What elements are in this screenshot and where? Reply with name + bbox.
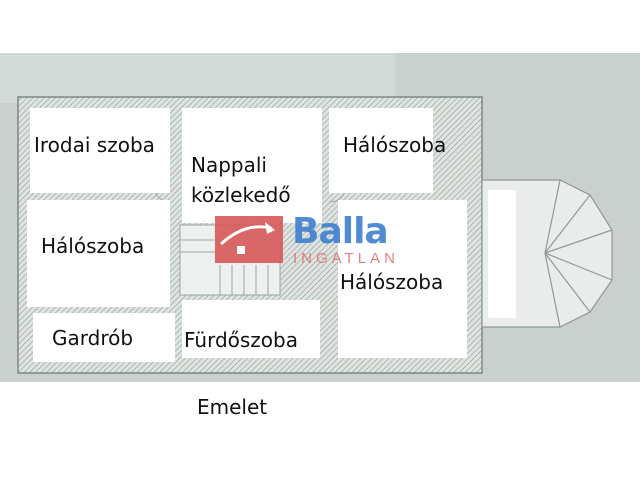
room-gardrob <box>33 313 175 362</box>
room-nappali <box>182 108 322 223</box>
label-halo-top: Hálószoba <box>343 133 447 157</box>
label-halo-right: Hálószoba <box>340 270 444 294</box>
watermark-house-icon <box>215 216 283 263</box>
room-furdo <box>182 300 320 358</box>
label-gardrob: Gardrób <box>52 326 134 350</box>
floor-caption: Emelet <box>197 395 268 419</box>
bay-window <box>481 179 613 328</box>
label-nappali: Nappali közlekedő <box>191 153 291 207</box>
label-halo-left: Hálószoba <box>41 234 145 258</box>
room-halo-right <box>338 200 467 358</box>
room-halo-left <box>27 200 170 307</box>
room-irodai-szoba <box>30 108 170 193</box>
room-halo-top <box>329 108 433 193</box>
label-irodai-szoba: Irodai szoba <box>34 133 155 157</box>
plan-background-light <box>0 53 395 103</box>
label-furdoszoba: Fürdőszoba <box>184 328 298 352</box>
watermark-sub: INGATLAN <box>293 250 399 267</box>
watermark-brand: Balla <box>292 211 389 252</box>
